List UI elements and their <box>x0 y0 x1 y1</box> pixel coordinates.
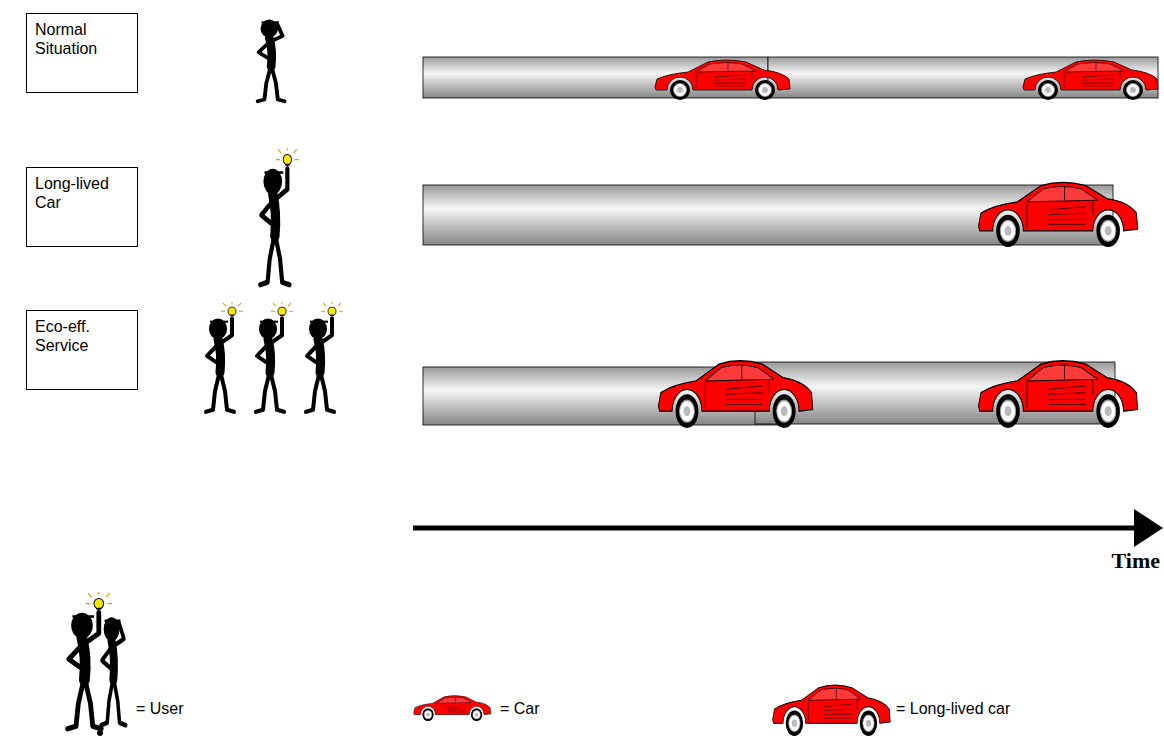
car-icon <box>414 696 491 721</box>
user-figure <box>101 617 126 725</box>
row-label-box: Long-lived Car <box>26 167 138 247</box>
time-axis <box>413 526 1138 531</box>
ball <box>97 730 103 736</box>
row-label-text: Eco-eff. Service <box>35 317 129 355</box>
legend-text: = Car <box>500 700 540 718</box>
user-figure <box>206 299 243 412</box>
car-icon <box>655 60 790 100</box>
long-lived-car-icon <box>979 182 1138 247</box>
legend-entry: = User <box>136 700 184 718</box>
axis-label: Time <box>1040 548 1160 574</box>
long-lived-car-icon <box>979 361 1138 428</box>
time-arrowhead <box>1134 509 1163 547</box>
long-lived-car-icon <box>658 361 812 428</box>
row-label-box: Normal Situation <box>26 13 138 93</box>
legend-text: = User <box>136 700 184 718</box>
legend-entry: = Long-lived car <box>896 700 1010 718</box>
legend-text: = Long-lived car <box>896 700 1010 718</box>
user-figure <box>258 20 285 102</box>
user-figure <box>260 144 298 285</box>
user-figure <box>256 299 293 412</box>
legend-entry: = Car <box>500 700 540 718</box>
row-label-text: Normal Situation <box>35 20 129 58</box>
row-label-text: Long-lived Car <box>35 174 129 212</box>
long-lived-car-icon <box>773 685 891 736</box>
user-figure <box>306 299 343 412</box>
row-label-box: Eco-eff. Service <box>26 310 138 390</box>
car-icon <box>1023 60 1158 100</box>
